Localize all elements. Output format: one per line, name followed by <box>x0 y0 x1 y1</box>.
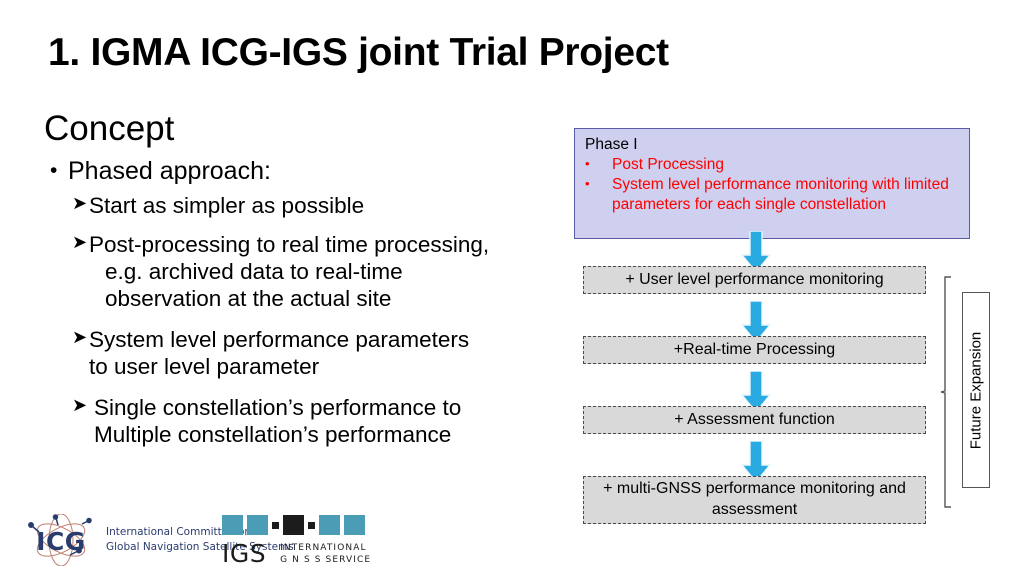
sub-bullet-post-processing: ➤ Post-processing to real time processin… <box>72 231 554 312</box>
future-expansion-label: Future Expansion <box>967 331 985 449</box>
sub-bullet-line-1: System level performance parameters <box>89 327 470 352</box>
igs-square-small-2 <box>308 521 315 529</box>
icg-wordmark: International Committee on Global Naviga… <box>106 525 294 555</box>
down-arrow-icon <box>740 440 772 484</box>
bullet-marker-icon: • <box>585 156 590 172</box>
arrow-bullet-icon: ➤ <box>72 395 88 416</box>
phase-flow-diagram: Phase I • Post Processing • System level… <box>560 120 1024 540</box>
sub-bullet-start-simple: ➤ Start as simpler as possible <box>72 192 554 219</box>
page-title: 1. IGMA ICG-IGS joint Trial Project <box>48 31 669 74</box>
sub-bullet-line-1: Single constellation’s performance to <box>94 395 462 420</box>
flow-box-label: + Assessment function <box>674 410 835 428</box>
sub-bullet-line-1: Post-processing to real time processing, <box>89 232 490 257</box>
phase-1-title: Phase I <box>585 136 638 153</box>
igs-wordmark: IGS <box>222 539 267 568</box>
down-arrow-icon <box>740 300 772 344</box>
footer-logos: ICG International Committee on Global Na… <box>0 504 1024 576</box>
phase-1-item-system-level: • System level performance monitoring wi… <box>585 175 959 215</box>
igs-squares-icon <box>222 515 374 535</box>
bullet-phased-approach: • Phased approach: <box>50 157 554 187</box>
icg-logo: ICG International Committee on Global Na… <box>18 514 294 566</box>
down-arrow-icon <box>740 230 772 274</box>
future-expansion-box: Future Expansion <box>962 292 990 488</box>
sub-bullet-line-2: e.g. archived data to real-time <box>105 259 403 284</box>
flow-box-multi-gnss: + multi-GNSS performance monitoring and … <box>583 476 926 524</box>
igs-line-2: G N S S SERVICE <box>280 554 372 565</box>
igs-square-dark <box>283 515 304 535</box>
icg-atom-icon: ICG <box>18 514 104 566</box>
sub-bullet-line-2: to user level parameter <box>89 354 320 379</box>
igs-tagline: INTERNATIONAL G N S S SERVICE <box>280 542 371 566</box>
phase-1-item-text: Post Processing <box>612 156 724 174</box>
down-arrow-icon <box>740 370 772 414</box>
sub-bullet-line-3: observation at the actual site <box>105 286 392 311</box>
sub-bullet-single-constellation: ➤ Single constellation’s performance to … <box>72 394 554 448</box>
icg-line-1: International Committee on <box>106 525 252 538</box>
concept-heading: Concept <box>44 109 175 148</box>
flow-box-label: + User level performance monitoring <box>625 270 884 288</box>
future-expansion-bracket-icon <box>940 276 954 508</box>
sub-bullet-line-2: Multiple constellation’s performance <box>94 422 452 447</box>
svg-text:ICG: ICG <box>36 527 86 556</box>
arrow-bullet-icon: ➤ <box>72 232 88 253</box>
bullet-marker-icon: • <box>50 158 58 182</box>
icg-line-2: Global Navigation Satellite Systems <box>106 541 294 553</box>
sub-bullet-system-level: ➤ System level performance parameters to… <box>72 326 554 380</box>
arrow-bullet-icon: ➤ <box>72 327 88 348</box>
arrow-bullet-icon: ➤ <box>72 193 88 214</box>
bullet-marker-icon: • <box>585 176 590 192</box>
igs-logo: IGS INTERNATIONAL G N S S SERVICE <box>222 515 374 567</box>
igs-line-1: INTERNATIONAL <box>280 542 367 553</box>
igs-square-teal-3 <box>319 515 340 535</box>
bullet-label: Phased approach: <box>68 156 271 185</box>
phase-1-box: Phase I • Post Processing • System level… <box>574 128 970 239</box>
igs-square-teal-1 <box>222 515 243 535</box>
concept-content: Concept • Phased approach: ➤ Start as si… <box>44 109 554 462</box>
igs-square-small-1 <box>272 521 279 529</box>
igs-square-teal-2 <box>247 515 268 535</box>
flow-box-user-level: + User level performance monitoring <box>583 266 926 294</box>
phase-1-item-text: System level performance monitoring with… <box>612 176 949 214</box>
flow-box-assessment: + Assessment function <box>583 406 926 434</box>
flow-box-label: +Real-time Processing <box>673 340 836 358</box>
igs-square-teal-4 <box>344 515 365 535</box>
sub-bullet-line-1: Start as simpler as possible <box>89 193 365 218</box>
phase-1-item-post-processing: • Post Processing <box>585 155 959 175</box>
flow-box-real-time: +Real-time Processing <box>583 336 926 364</box>
flow-box-label: + multi-GNSS performance monitoring and … <box>603 480 906 518</box>
